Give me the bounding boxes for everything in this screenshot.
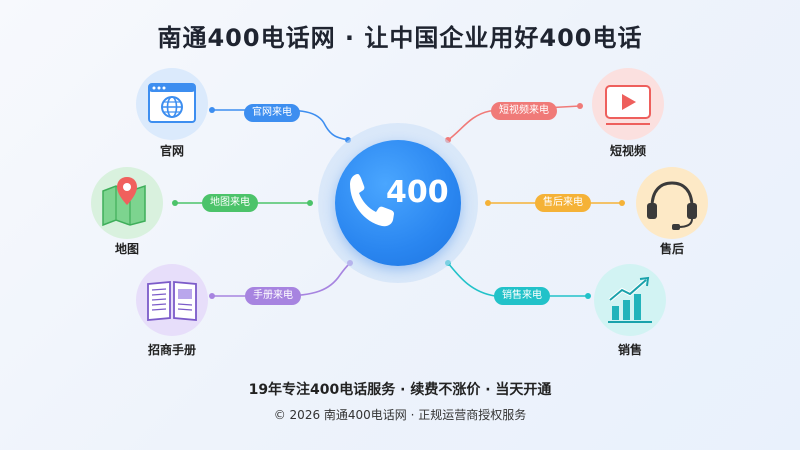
connector-dot (585, 293, 591, 299)
connector-dot (619, 200, 625, 206)
connector-video (447, 105, 581, 141)
connector-dot (577, 103, 583, 109)
growth-chart-icon (594, 264, 666, 336)
node-label-brochure: 招商手册 (147, 343, 196, 357)
pill-map: 地图来电 (202, 194, 258, 212)
pill-brochure: 手册来电 (245, 287, 301, 305)
connector-dot (172, 200, 178, 206)
node-label-video: 短视频 (609, 144, 646, 158)
headset-icon (636, 167, 708, 239)
globe-browser-icon (136, 68, 208, 140)
footer-tagline: 19年专注400电话服务 · 续费不涨价 · 当天开通 (248, 382, 552, 398)
node-label-aftersale: 售后 (659, 242, 684, 256)
node-label-map: 地图 (114, 242, 139, 256)
connector-dot (307, 200, 313, 206)
video-play-icon (592, 68, 664, 140)
open-book-icon (136, 264, 208, 336)
center-label: 400 (386, 175, 449, 210)
pill-website: 官网来电 (244, 104, 300, 122)
connector-dot (209, 293, 215, 299)
pill-aftersale: 售后来电 (535, 194, 591, 212)
node-label-sales: 销售 (617, 343, 642, 357)
map-pin-icon (91, 167, 163, 239)
footer-copyright: © 2026 南通400电话网 · 正规运营商授权服务 (273, 408, 527, 422)
node-label-website: 官网 (159, 144, 184, 158)
pill-sales: 销售来电 (494, 287, 550, 305)
connector-dot (485, 200, 491, 206)
phone-icon (350, 174, 394, 227)
page-title: 南通400电话网 · 让中国企业用好400电话 (157, 24, 643, 52)
pill-video: 短视频来电 (491, 102, 557, 120)
connector-dot (209, 107, 215, 113)
